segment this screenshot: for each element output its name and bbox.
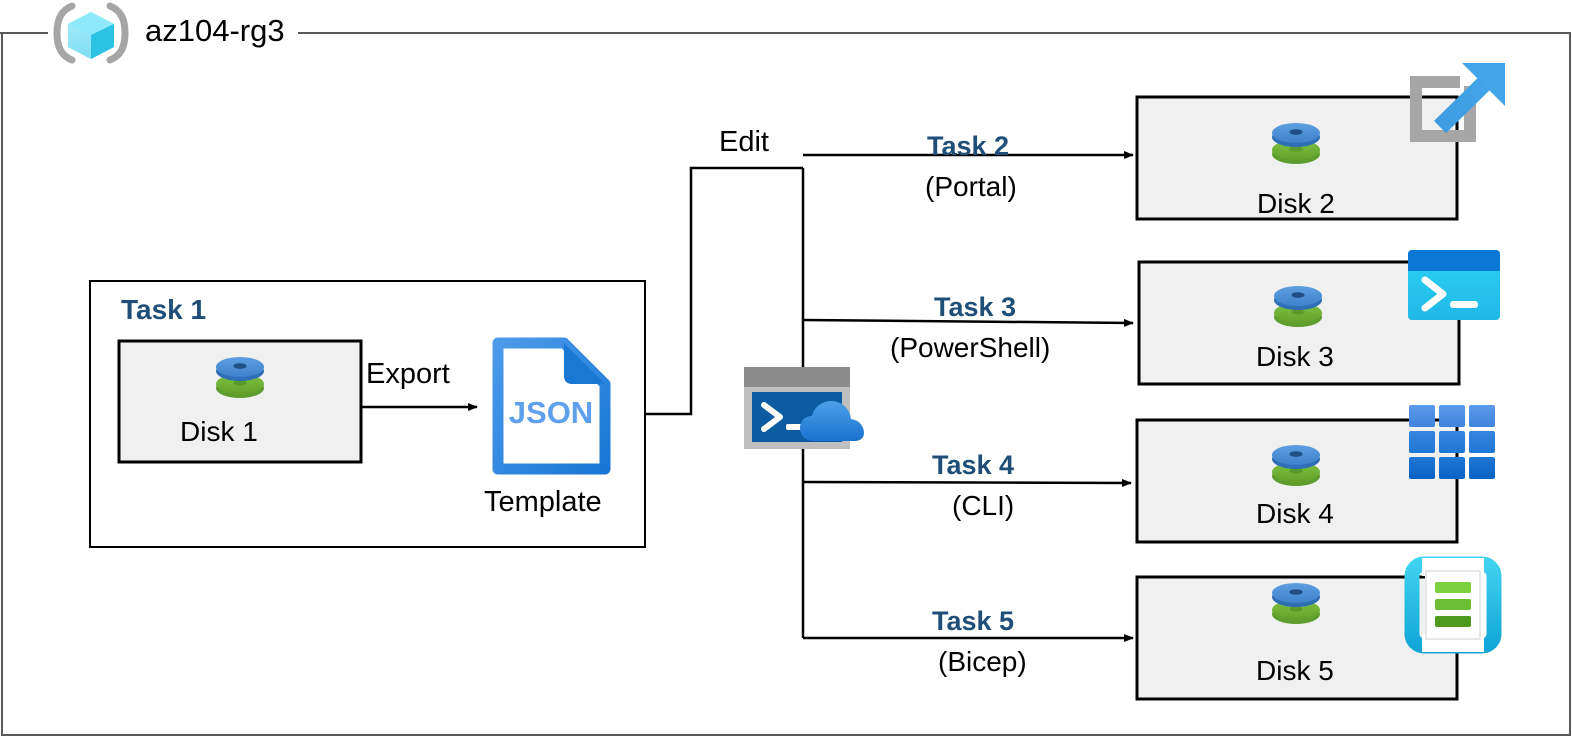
edit-label: Edit — [719, 126, 769, 158]
json-file-icon: JSON — [492, 337, 611, 475]
svg-text:JSON: JSON — [509, 395, 593, 430]
branch-arrow-task4 — [802, 478, 1132, 487]
task1-label: Task 1 — [121, 294, 207, 325]
bicep-file-icon — [1404, 556, 1502, 654]
disk1-label: Disk 1 — [180, 416, 258, 447]
powershell-icon — [1408, 250, 1500, 320]
managed-disk-icon — [216, 357, 264, 398]
managed-disk-icon — [1272, 123, 1320, 164]
azure-cli-grid-icon — [1409, 405, 1495, 479]
task2-label: Task 2 — [927, 131, 1010, 161]
branch-arrow-task3 — [802, 318, 1134, 327]
export-arrow-label: Export — [366, 358, 450, 390]
task4-tool-label: (CLI) — [952, 490, 1015, 521]
managed-disk-icon — [1272, 583, 1320, 624]
managed-disk-icon — [1272, 445, 1320, 486]
azure-portal-icon — [1410, 63, 1505, 142]
template-caption: Template — [484, 486, 602, 518]
azure-cloud-shell-icon — [744, 367, 864, 449]
resource-group-frame — [0, 32, 1571, 736]
disk5-label: Disk 5 — [1256, 655, 1334, 686]
managed-disk-icon — [1274, 286, 1322, 327]
task5-tool-label: (Bicep) — [938, 646, 1027, 677]
task4-label: Task 4 — [932, 450, 1015, 480]
disk2-label: Disk 2 — [1257, 188, 1335, 219]
disk3-label: Disk 3 — [1256, 341, 1334, 372]
task2-tool-label: (Portal) — [925, 171, 1017, 202]
task3-label: Task 3 — [934, 292, 1017, 322]
task5-label: Task 5 — [932, 606, 1015, 636]
azure-resource-group-cube-icon — [53, 2, 129, 64]
disk4-label: Disk 4 — [1256, 498, 1334, 529]
page-title: az104-rg3 — [145, 13, 285, 48]
task3-tool-label: (PowerShell) — [890, 332, 1051, 363]
